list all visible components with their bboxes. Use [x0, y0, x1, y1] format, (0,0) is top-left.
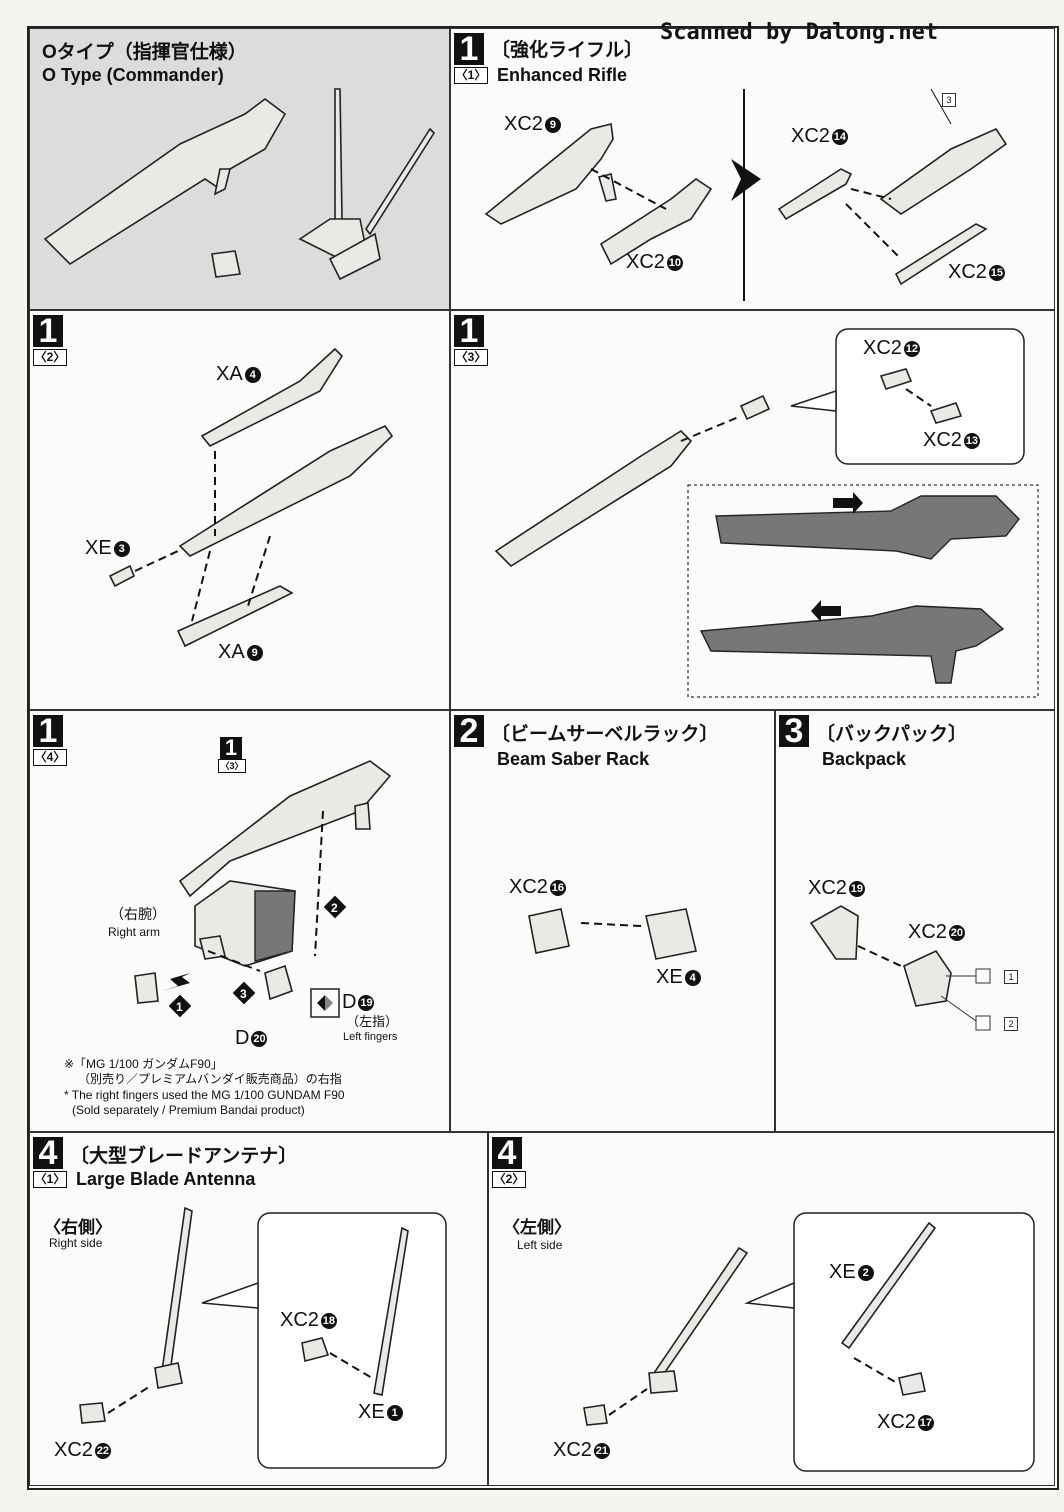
side-label-jp: 〈左側〉 [503, 1218, 571, 1237]
step-number: 1 [33, 314, 63, 348]
substep-label: 〈2〉 [492, 1171, 526, 1188]
step-title-en: Beam Saber Rack [497, 749, 650, 769]
step1-2-illustration [108, 347, 394, 648]
otype-title-en: O Type (Commander) [42, 65, 224, 85]
svg-text:2: 2 [331, 901, 338, 915]
step-number: 3 [779, 714, 809, 748]
step-marker-2: 2 [323, 895, 347, 919]
right-arm-label-en: Right arm [108, 925, 161, 939]
step-number: 4 [33, 1136, 63, 1170]
note-line-4: (Sold separately / Premium Bandai produc… [72, 1103, 305, 1117]
side-label-en: Right side [49, 1236, 103, 1250]
step-number: 1 [454, 32, 484, 66]
ref-step-number: 1 [220, 737, 242, 759]
step-marker-3: 3 [232, 981, 256, 1005]
substep-label: 〈4〉 [33, 749, 67, 766]
side-label-jp: 〈右側〉 [44, 1218, 112, 1237]
step-number: 1 [454, 314, 484, 348]
step-title-en: Backpack [822, 749, 907, 769]
step-title-en: Large Blade Antenna [76, 1169, 256, 1189]
substep-label: 〈3〉 [454, 349, 488, 366]
step-title-jp: 〔バックパック〕 [816, 724, 968, 745]
step2-illustration [528, 908, 697, 960]
step-number: 4 [492, 1136, 522, 1170]
note-line-3: * The right fingers used the MG 1/100 GU… [64, 1088, 345, 1102]
step-marker-1: 1 [168, 994, 192, 1018]
substep-label: 〈1〉 [454, 67, 488, 84]
watermark: Scanned by Dalong.net [660, 20, 939, 45]
substep-label: 〈1〉 [33, 1171, 67, 1188]
svg-text:3: 3 [240, 987, 247, 1001]
left-fingers-label-en: Left fingers [343, 1031, 398, 1043]
ref-substep: 〈3〉 [218, 759, 246, 773]
step-number: 2 [454, 714, 484, 748]
otype-title-jp: Oタイプ（指揮官仕様） [42, 42, 247, 63]
step1-3-illustration [494, 328, 1039, 698]
note-line-2: （別売り／プレミアムバンダイ販売商品）の右指 [78, 1072, 342, 1086]
step3-illustration [809, 905, 991, 1031]
step-title-jp: 〔大型ブレードアンテナ〕 [70, 1146, 298, 1167]
substep-label: 〈2〉 [33, 349, 67, 366]
step-number: 1 [33, 714, 63, 748]
step1-4-illustration: 1 2 3 [134, 760, 392, 1018]
step-title-en: Enhanced Rifle [497, 65, 628, 85]
decal-tag-3: 3 [942, 93, 956, 107]
decal-tag-1: 1 [1004, 970, 1018, 984]
note-line-1: ※「MG 1/100 ガンダムF90」 [64, 1057, 223, 1071]
otype-panel: Oタイプ（指揮官仕様） O Type (Commander) [29, 28, 450, 310]
step4-2-illustration [583, 1212, 1035, 1472]
left-fingers-label-jp: （左指） [346, 1014, 399, 1029]
step1-1-illustration [484, 88, 1008, 301]
step4-1-panel: 4 〈1〉 〔大型ブレードアンテナ〕 Large Blade Antenna 〈… [29, 1132, 488, 1486]
side-label-en: Left side [517, 1238, 563, 1252]
decal-tag-2: 2 [1004, 1017, 1018, 1031]
step4-1-illustration [79, 1206, 447, 1469]
step-title-jp: 〔強化ライフル〕 [491, 40, 644, 61]
svg-text:1: 1 [176, 1000, 183, 1014]
right-arm-label-jp: （右腕） [110, 906, 166, 922]
otype-parts-illustration [43, 88, 436, 281]
flow-arrow [731, 159, 761, 201]
step-title-jp: 〔ビームサーベルラック〕 [491, 724, 719, 745]
